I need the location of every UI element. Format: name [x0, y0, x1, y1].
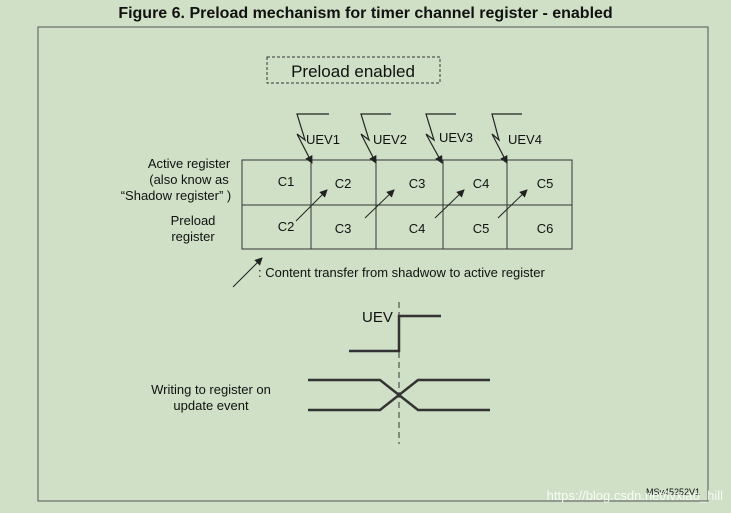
transfer-arrow-4 [497, 189, 528, 219]
bus-waveform [308, 378, 490, 412]
preload-cell-4: C5 [473, 221, 490, 236]
figure-id: MSv45252V1 [646, 487, 700, 497]
uev1-lightning-icon [296, 113, 329, 164]
preload-register-label-2: register [171, 229, 215, 244]
uev1-label: UEV1 [306, 132, 340, 147]
uev2-label: UEV2 [373, 132, 407, 147]
preload-cell-3: C4 [409, 221, 426, 236]
preload-enabled-box [266, 56, 441, 84]
preload-enabled-label: Preload enabled [291, 62, 415, 81]
watermark: https://blog.csdn.net/lvxiao_hill [546, 488, 723, 503]
active-register-label-1: Active register [148, 156, 231, 171]
writing-label-1: Writing to register on [151, 382, 271, 397]
legend-text: : Content transfer from shadwow to activ… [258, 265, 546, 280]
figure-frame [37, 26, 709, 502]
preload-cell-5: C6 [537, 221, 554, 236]
preload-cell-1: C2 [278, 219, 295, 234]
figure-title: Figure 6. Preload mechanism for timer ch… [118, 5, 613, 22]
active-register-label-2: (also know as [149, 172, 229, 187]
uev-timing-label: UEV [362, 309, 393, 326]
active-cell-3: C3 [409, 176, 426, 191]
register-table [241, 159, 573, 250]
uev4-lightning-icon [491, 113, 522, 164]
uev2-lightning-icon [360, 113, 391, 164]
preload-register-label-1: Preload [171, 213, 216, 228]
active-register-label-3: “Shadow register” ) [121, 188, 232, 203]
active-cell-1: C1 [278, 174, 295, 189]
transfer-arrow-3 [434, 189, 465, 219]
active-cell-5: C5 [537, 176, 554, 191]
preload-cell-2: C3 [335, 221, 352, 236]
uev3-lightning-icon [425, 113, 456, 164]
legend-arrow-icon [232, 257, 263, 288]
uev3-label: UEV3 [439, 130, 473, 145]
transfer-arrow-2 [364, 189, 395, 219]
writing-label-2: update event [173, 398, 249, 413]
active-cell-4: C4 [473, 176, 490, 191]
active-cell-2: C2 [335, 176, 352, 191]
transfer-arrow-1 [295, 189, 328, 222]
uev4-label: UEV4 [508, 132, 542, 147]
